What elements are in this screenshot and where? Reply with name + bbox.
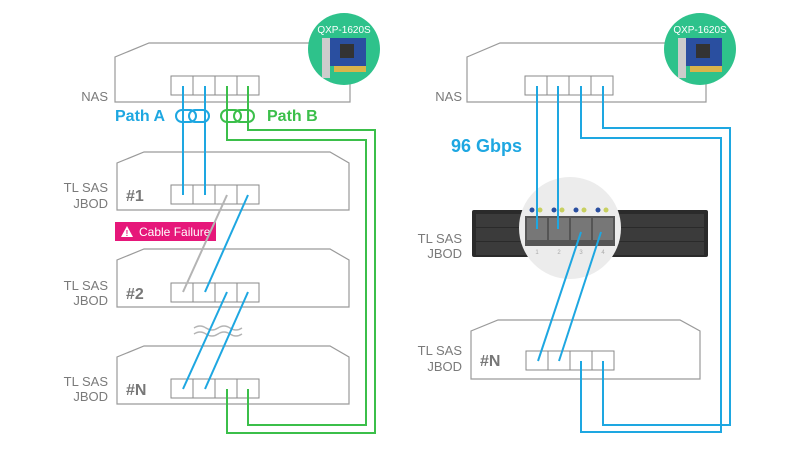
speed-label: 96 Gbps (451, 136, 522, 156)
link-icon-path-a (175, 109, 210, 123)
card-label: QXP-1620S (673, 25, 727, 36)
left-qxp-card: QXP-1620S (308, 13, 380, 85)
port-number: 4 (601, 250, 605, 256)
jbod-id: #1 (126, 188, 144, 205)
right-rack-jbod: 1 2 3 4 TL SAS JBOD (418, 177, 708, 279)
jbod-id: #N (126, 382, 146, 399)
cable-nas-jbodn-1 (580, 86, 722, 433)
jbod-id: #N (480, 353, 500, 370)
jbod-label: JBOD (427, 359, 462, 374)
cable-jbod1-jbod2 (204, 194, 249, 293)
left-jbod-1: TL SAS JBOD #1 (64, 151, 350, 211)
cable-nas-jbodn-2 (602, 86, 731, 426)
card-label: QXP-1620S (317, 25, 371, 36)
jbod-label: JBOD (73, 293, 108, 308)
failure-text: Cable Failure (139, 225, 211, 239)
jbod-label: JBOD (73, 196, 108, 211)
path-b-label: Path B (267, 108, 318, 125)
jbod-label: TL SAS (64, 180, 109, 195)
left-jbod-n: TL SAS JBOD #N (64, 345, 350, 405)
svg-text:!: ! (126, 229, 129, 238)
nas-ports (170, 75, 260, 96)
nas-label: NAS (435, 89, 462, 104)
jbod-label: TL SAS (418, 343, 463, 358)
port-number: 1 (535, 250, 539, 256)
card-bracket (322, 38, 330, 78)
failed-cable (182, 194, 228, 293)
cable-path-b-2 (226, 86, 376, 434)
port-number: 3 (579, 250, 583, 256)
right-cables (536, 86, 731, 433)
warning-icon (121, 226, 133, 237)
jbod-label: JBOD (427, 246, 462, 261)
cable-failure-badge: ! Cable Failure (115, 222, 216, 241)
cable-path-b-1 (226, 86, 367, 426)
left-jbod-2: TL SAS JBOD #2 (64, 248, 350, 308)
jbod-label: TL SAS (418, 231, 463, 246)
right-qxp-card: QXP-1620S (664, 13, 736, 85)
path-a-label: Path A (115, 108, 166, 125)
jbod-label: JBOD (73, 389, 108, 404)
jbod-label: TL SAS (64, 278, 109, 293)
link-icon-path-b (220, 109, 255, 123)
cable-rack-jbodn-1 (537, 231, 582, 362)
nas-label: NAS (81, 89, 108, 104)
left-cables (182, 86, 376, 434)
cable-jbod2-jbodn-2 (204, 291, 249, 390)
jbod-id: #2 (126, 286, 144, 303)
jbod-label: TL SAS (64, 374, 109, 389)
cable-jbod2-jbodn-1 (182, 291, 228, 390)
continuation-wave-icon (193, 325, 243, 337)
cable-rack-jbodn-2 (558, 231, 602, 362)
right-jbod-n: TL SAS JBOD #N (418, 319, 701, 380)
port-number: 2 (557, 250, 561, 256)
